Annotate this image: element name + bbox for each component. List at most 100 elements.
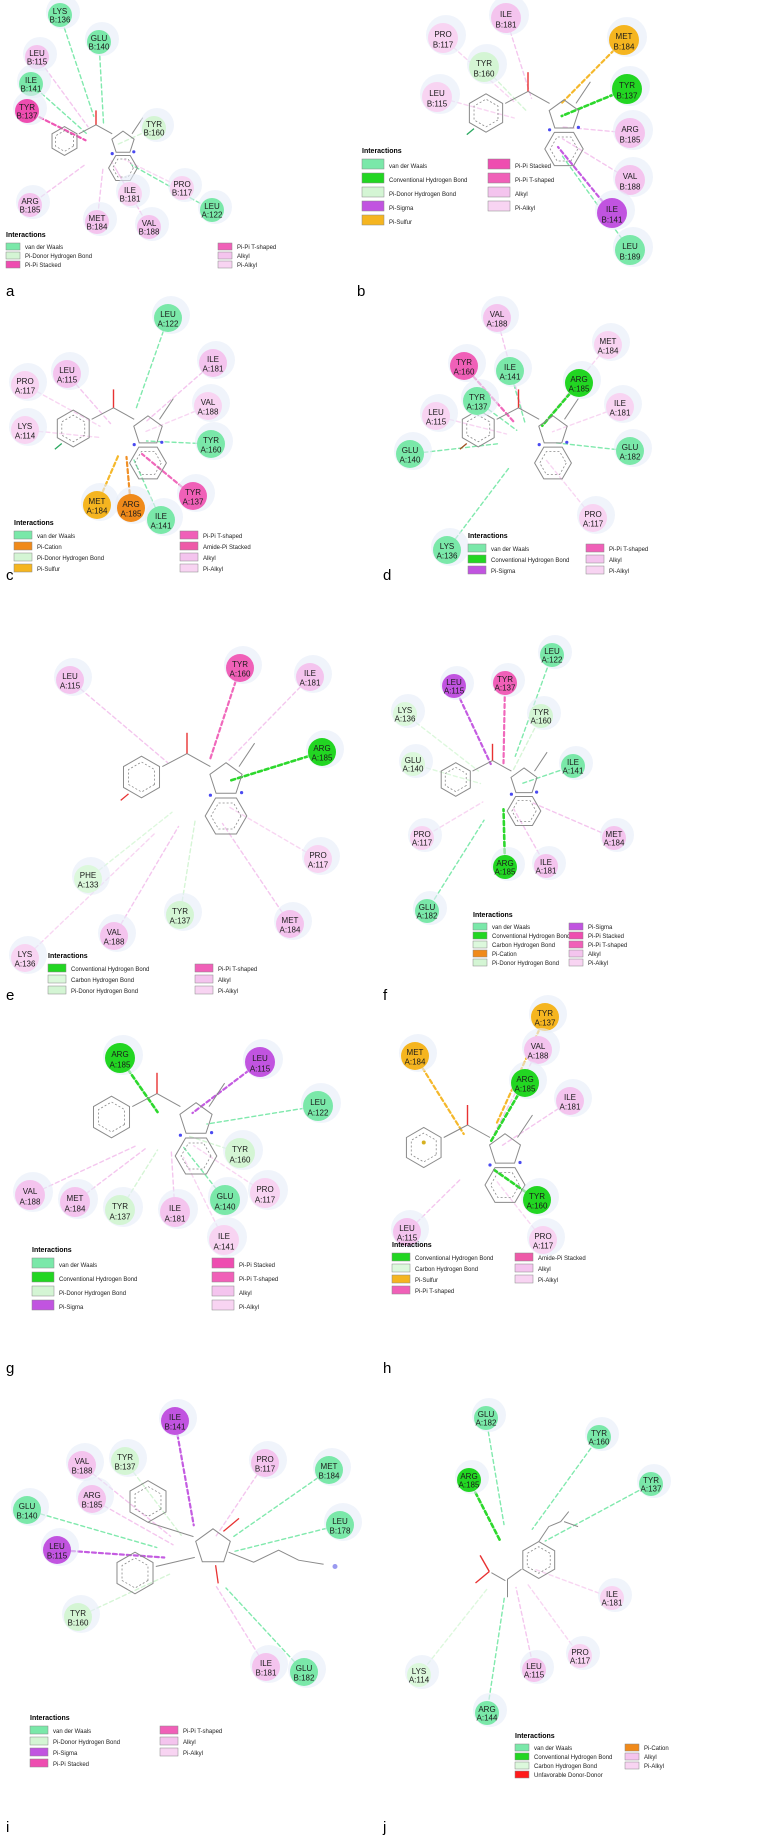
ligand-structure	[440, 743, 548, 827]
ligand-structure	[466, 72, 591, 167]
residue-id: A:122	[308, 1109, 329, 1118]
legend-swatch	[194, 985, 214, 995]
residue-circle	[326, 1511, 354, 1539]
legend-label: Carbon Hydrogen Bond	[534, 1764, 597, 1770]
residue-name: ILE	[218, 1232, 230, 1241]
residue-name: LEU	[49, 1542, 65, 1551]
residue-circle	[422, 402, 450, 430]
legend-label: Pi-Alkyl	[203, 567, 223, 573]
residue-name: ILE	[304, 669, 316, 678]
residue-circle	[529, 704, 553, 728]
legend-swatch	[472, 940, 488, 949]
interaction-line	[514, 654, 553, 757]
residue-name: GLU	[478, 1410, 495, 1419]
residue-id: A:115	[444, 687, 465, 696]
legend-label: Pi-Pi T-shaped	[239, 1277, 278, 1283]
residue-circle	[457, 1468, 481, 1492]
residue-name: ARG	[83, 1491, 100, 1500]
legend-label: Alkyl	[183, 1740, 196, 1746]
panel-letter: g	[6, 1360, 14, 1377]
residue-name: ARG	[21, 197, 38, 206]
residues: GLUA:182TYRA:160TYRA:137ARGA:185ILEA:181…	[405, 1398, 671, 1727]
legend-label: Pi-Donor Hydrogen Bond	[53, 1740, 120, 1746]
legend-label: Pi-Pi Stacked	[53, 1762, 89, 1768]
residue-id: B:181	[496, 21, 517, 30]
residue-name: LEU	[29, 49, 45, 58]
legend-label: Alkyl	[203, 556, 216, 562]
legend-label: Pi-Alkyl	[218, 989, 238, 995]
residue-id: A:185	[121, 510, 142, 519]
legend-swatch	[585, 543, 605, 553]
interaction-line	[173, 1419, 195, 1527]
legend-swatch	[487, 200, 511, 212]
residue-id: B:185	[82, 1501, 103, 1510]
interaction-lines	[24, 666, 324, 959]
legend-swatch	[29, 1758, 49, 1768]
panel-letter: b	[357, 283, 365, 300]
residue-name: MET	[600, 337, 617, 346]
residue-name: GLU	[19, 1502, 36, 1511]
ligand-structure	[120, 732, 256, 835]
residue-id: A:184	[598, 347, 619, 356]
residue-name: TYR	[476, 59, 492, 68]
residue-circle	[276, 910, 304, 938]
residue-name: LYS	[53, 7, 68, 16]
legend-swatch	[568, 958, 584, 967]
residue-name: TYR	[112, 1202, 128, 1211]
residue-name: VAL	[142, 219, 157, 228]
legend-label: Alkyl	[239, 1291, 252, 1297]
residue-circle	[290, 1658, 318, 1686]
legend-label: Pi-Cation	[644, 1746, 669, 1752]
legend-swatch	[159, 1747, 179, 1757]
legend-label: Pi-Alkyl	[237, 263, 257, 269]
residue-circle	[565, 369, 593, 397]
residues: ILEB:181PROB:117METB:184TYRB:160LEUB:115…	[420, 0, 653, 267]
residue-name: ILE	[614, 399, 626, 408]
residue-id: A:140	[400, 456, 421, 465]
residue-id: B:188	[139, 228, 160, 237]
residue-circle	[199, 349, 227, 377]
legend-swatch	[514, 1743, 530, 1752]
residue-id: B:182	[294, 1674, 315, 1683]
residue-name: MET	[89, 497, 106, 506]
residue-name: PRO	[534, 1232, 551, 1241]
residue-circle	[531, 1003, 559, 1031]
residue-circle	[105, 1043, 135, 1073]
legend-swatch	[13, 530, 33, 540]
residue-circle	[475, 1701, 499, 1725]
legend-swatch	[31, 1299, 55, 1311]
residue-circle	[303, 1091, 333, 1121]
interaction-line	[231, 1469, 330, 1539]
residue-name: GLU	[296, 1664, 313, 1673]
residues: LYSB:136GLUB:140LEUB:115ILEB:141TYRB:137…	[13, 0, 232, 241]
residue-circle	[523, 1186, 551, 1214]
interaction-line	[29, 1145, 136, 1196]
legend-swatch	[13, 563, 33, 573]
legend-swatch	[624, 1761, 640, 1770]
legend-swatch	[514, 1274, 534, 1284]
residue-name: MET	[407, 1048, 424, 1057]
interaction-line	[554, 442, 631, 452]
legend-swatch	[472, 922, 488, 931]
residue-circle	[225, 1138, 255, 1168]
legend-swatch	[361, 214, 385, 226]
legend-swatch	[467, 543, 487, 553]
residue-circle	[529, 1226, 557, 1254]
residue-name: PRO	[571, 1648, 588, 1657]
residue-id: A:117	[570, 1657, 591, 1666]
residue-id: A:117	[255, 1196, 276, 1205]
residue-circle	[25, 45, 49, 69]
interaction-line	[30, 83, 88, 135]
legend-swatch	[5, 242, 21, 251]
